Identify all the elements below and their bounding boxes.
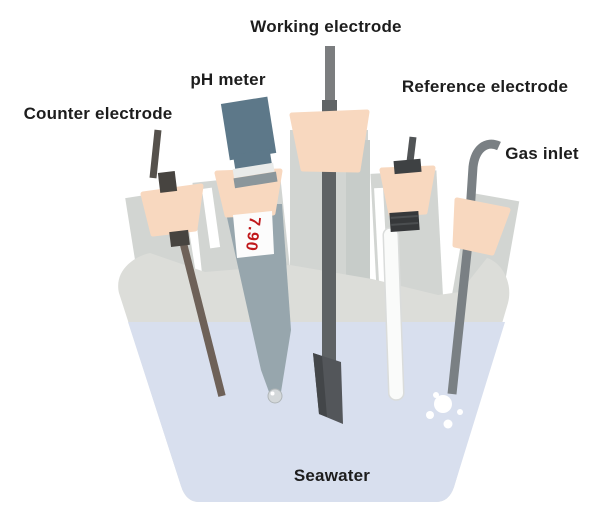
counter-electrode-label: Counter electrode <box>23 104 173 123</box>
bubble <box>443 419 453 429</box>
ph-meter-sensor-bulb <box>267 388 283 404</box>
reference-fitting-body <box>389 210 420 232</box>
working-electrode-rod <box>322 112 336 362</box>
reference-electrode-cap <box>393 158 422 175</box>
bubble <box>434 395 452 413</box>
fitting-rib <box>390 215 418 219</box>
seawater-liquid <box>128 322 505 502</box>
ph-meter-collar-white <box>232 162 275 179</box>
working-electrode-label: Working electrode <box>250 17 402 36</box>
gas-inlet-label: Gas inlet <box>505 144 579 163</box>
fitting-rib <box>391 222 419 226</box>
bubble <box>457 409 463 415</box>
neck-highlight <box>201 187 221 249</box>
seawater-label: Seawater <box>293 466 371 485</box>
working-electrode-plate-edge <box>313 353 327 417</box>
stopper-reference <box>379 165 436 217</box>
ph-meter-bulb-highlight <box>270 391 275 396</box>
counter-electrode-lead <box>149 129 162 179</box>
reference-electrode-fitting <box>389 210 420 232</box>
stopper-counter <box>140 183 204 237</box>
stopper-working <box>289 109 370 173</box>
gas-bubbles <box>426 392 463 429</box>
stopper-gas <box>452 197 511 256</box>
ph-meter-label: pH meter <box>190 70 266 89</box>
counter-electrode-rod <box>179 241 226 397</box>
counter-electrode-connector-bottom <box>169 229 190 248</box>
ph-meter-collar-gray <box>233 171 278 189</box>
ph-meter-display-label <box>233 211 274 258</box>
working-electrode-lead <box>325 46 335 106</box>
counter-electrode-connector-top <box>157 170 178 193</box>
ph-meter-display-box <box>220 96 277 161</box>
bubble <box>433 392 439 398</box>
reference-electrode-label: Reference electrode <box>401 77 569 96</box>
bubble <box>426 411 434 419</box>
gas-inlet-tube <box>447 139 501 395</box>
